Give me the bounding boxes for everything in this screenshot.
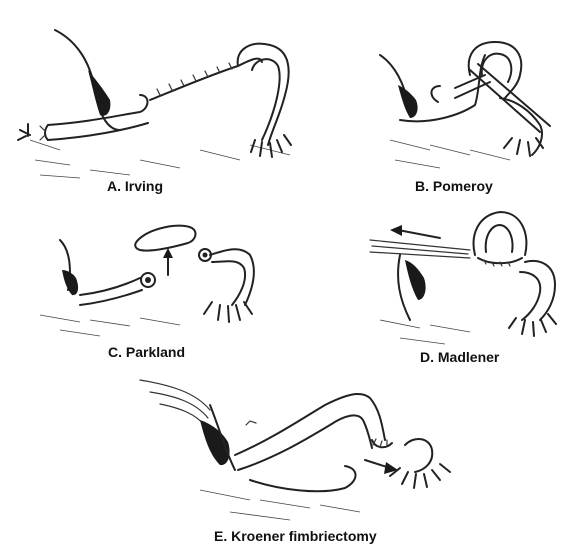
panel-d-label: D. Madlener [420, 349, 499, 365]
panel-b-label: B. Pomeroy [415, 178, 493, 194]
panel-a-illustration [18, 30, 291, 178]
panel-c-illustration [40, 226, 254, 336]
panel-e-illustration [140, 380, 450, 520]
panel-d-illustration [370, 212, 556, 344]
panel-a-label: A. Irving [107, 178, 163, 194]
panel-c-label: C. Parkland [108, 344, 185, 360]
panel-e-label: E. Kroener fimbriectomy [214, 528, 377, 544]
panel-b-illustration [380, 42, 550, 168]
